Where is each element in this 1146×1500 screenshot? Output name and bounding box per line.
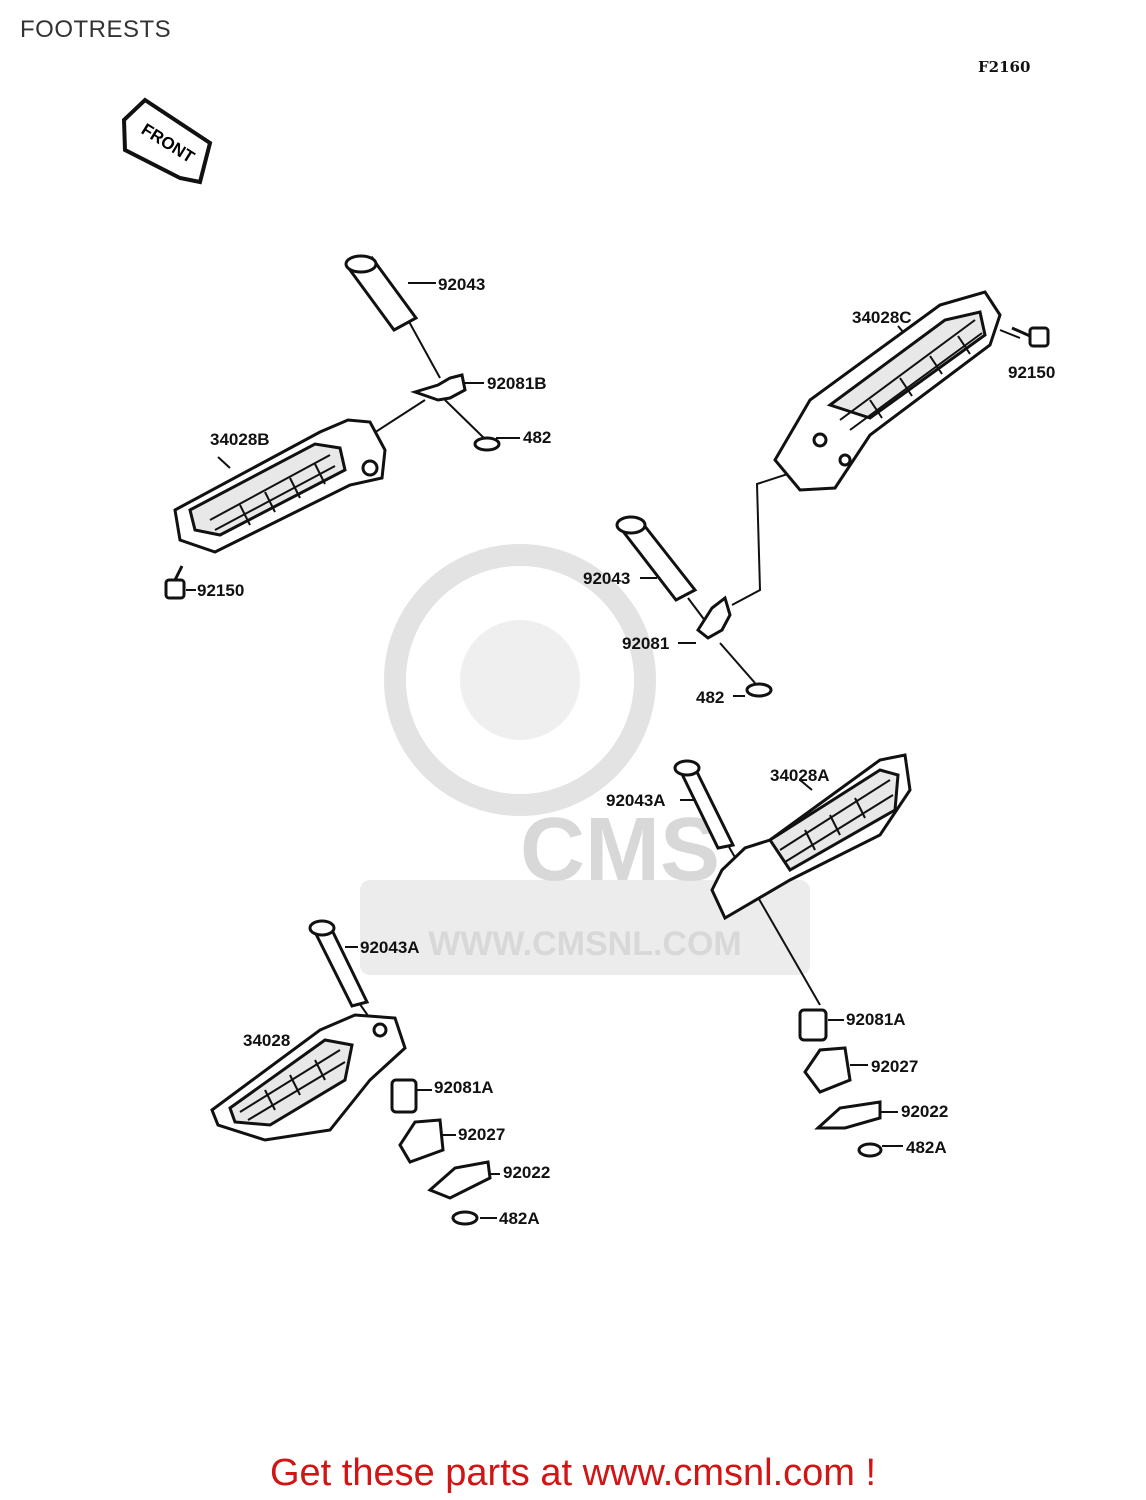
promo-link[interactable]: Get these parts at www.cmsnl.com ! [269,1452,877,1494]
clip-482a-right [857,1142,883,1158]
collar-92027-left [398,1118,445,1164]
page-title: FOOTRESTS [20,16,172,43]
part-drawings [164,254,1050,1226]
label-92043-left: 92043 [438,275,485,294]
watermark-url: WWW.CMSNL.COM [428,925,742,963]
label-92022-right: 92022 [901,1102,948,1121]
pin-92043a-left [308,919,370,1008]
bolt-92150-left [164,565,186,600]
clip-482-mid [745,682,773,698]
footrest-34028 [210,1013,407,1142]
pin-92043-left [344,254,419,332]
collar-92027-right [803,1046,852,1094]
label-34028: 34028 [243,1031,290,1050]
pin-92043-mid [615,515,698,602]
part-labels: 92043 92081B 482 34028B 92150 34028C 921… [197,275,1055,1228]
clip-482-left [473,436,501,452]
spring-92081a-right [798,1008,828,1042]
watermark: CMS WWW.CMSNL.COM [360,544,810,975]
parts-diagram: CMS WWW.CMSNL.COM FRONT [121,97,1055,1228]
label-92081a-left: 92081A [434,1078,494,1097]
footrest-34028b [173,418,387,554]
label-92150-right: 92150 [1008,363,1055,382]
watermark-brand: CMS [520,800,720,900]
plate-92022-right [814,1100,882,1130]
label-482-mid: 482 [696,688,724,707]
label-92043-mid: 92043 [583,569,630,588]
label-482a-left: 482A [499,1209,540,1228]
bolt-92150-right [1011,326,1050,348]
label-92027-right: 92027 [871,1057,918,1076]
label-92081a-right: 92081A [846,1010,906,1029]
pin-92043a-right [673,759,736,850]
label-92081b: 92081B [487,374,547,393]
label-482a-right: 482A [906,1138,947,1157]
label-34028c: 34028C [852,308,912,327]
spring-92081a-left [390,1078,418,1114]
label-92081: 92081 [622,634,669,653]
spring-92081 [696,595,732,640]
label-92043a-left: 92043A [360,938,420,957]
footrest-34028a [710,753,912,921]
label-92150-left: 92150 [197,581,244,600]
leader-lines [186,282,1021,1219]
label-34028a: 34028A [770,766,830,785]
footrest-34028c [773,290,1002,492]
label-92027-left: 92027 [458,1125,505,1144]
spring-92081b [410,373,467,402]
label-34028b: 34028B [210,430,270,449]
label-482-left: 482 [523,428,551,447]
label-92022-left: 92022 [503,1163,550,1182]
clip-482a-left [451,1210,479,1226]
front-arrow: FRONT [121,97,213,185]
figure-code: F2160 [978,58,1031,76]
label-92043a-right: 92043A [606,791,666,810]
plate-92022-left [427,1160,492,1200]
